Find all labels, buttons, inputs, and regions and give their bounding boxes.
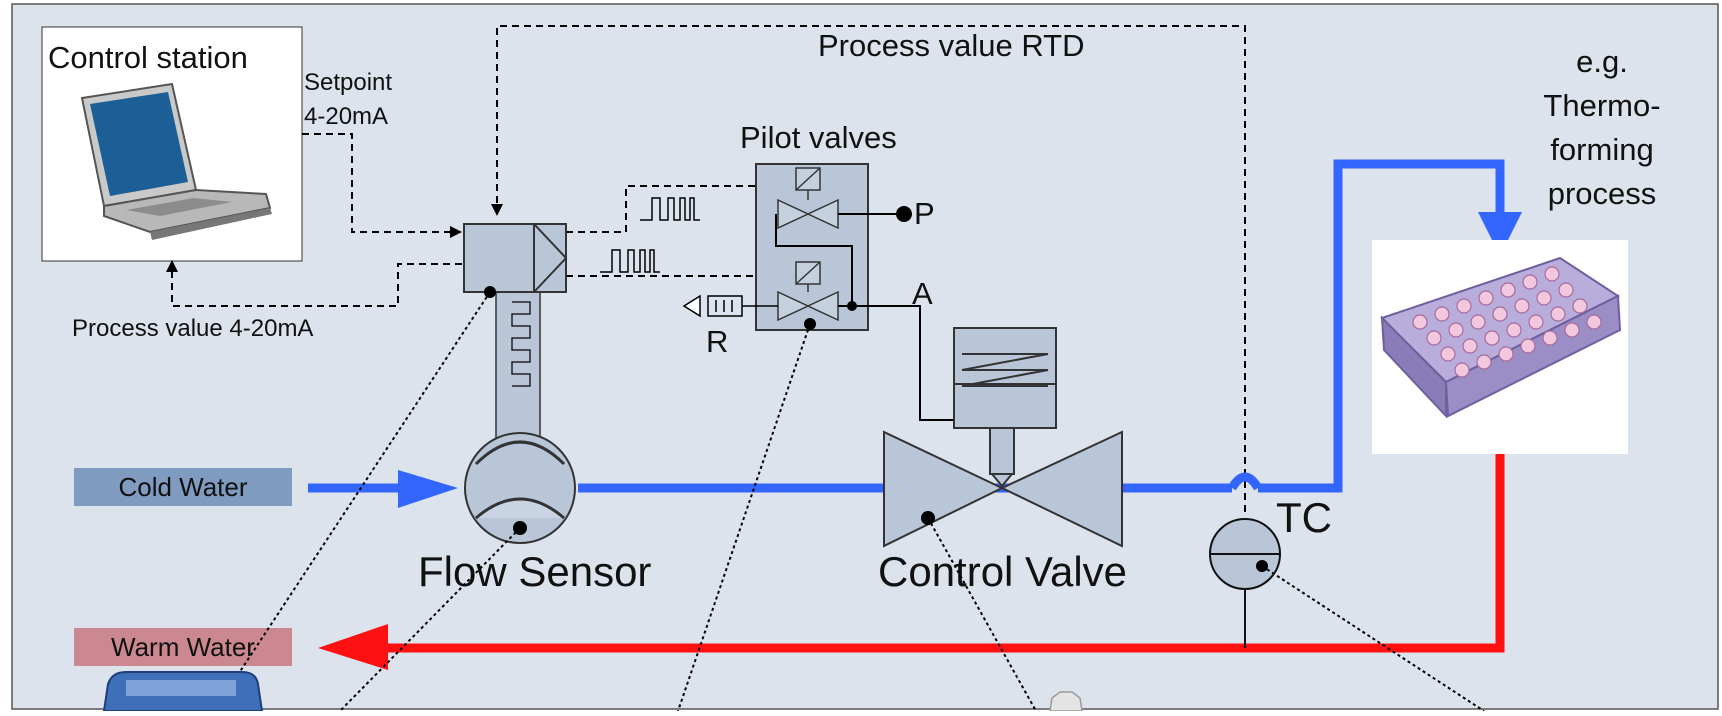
controller-unit bbox=[463, 223, 568, 439]
port-p-dot bbox=[896, 206, 912, 222]
pilot-signal-line-1 bbox=[566, 180, 778, 233]
warm-water-label: Warm Water bbox=[74, 628, 292, 666]
sensor-signal-glyph bbox=[511, 301, 531, 387]
control-station: Control station bbox=[41, 26, 303, 262]
port-a-dot bbox=[847, 301, 857, 311]
process-value-rtd-label: Process value RTD bbox=[818, 28, 1084, 63]
setpoint-signal-line bbox=[302, 133, 462, 238]
flow-sensor-label: Flow Sensor bbox=[418, 548, 651, 595]
warm-water-pipe bbox=[384, 408, 1505, 653]
pilot-valve-1 bbox=[777, 167, 839, 230]
process-value-ma-label: Process value 4-20mA bbox=[72, 315, 313, 342]
warm-water-arrow bbox=[318, 624, 388, 670]
pilot-valve-2 bbox=[777, 261, 839, 322]
process-label-line2: Thermo- bbox=[1543, 88, 1660, 123]
port-p-label: P bbox=[914, 196, 935, 231]
warm-water-label-text: Warm Water bbox=[111, 632, 255, 662]
signal-lines bbox=[166, 25, 1246, 512]
temperature-sensor bbox=[1209, 518, 1281, 648]
valve-stem bbox=[989, 427, 1015, 475]
process-label-line4: process bbox=[1548, 176, 1657, 211]
rtd-signal-line bbox=[491, 25, 1246, 512]
port-a-label: A bbox=[912, 276, 933, 311]
port-r-label: R bbox=[706, 324, 728, 359]
process-inlet-arrow bbox=[1478, 212, 1522, 256]
process-value-signal-line bbox=[166, 260, 462, 307]
process-label-line3: forming bbox=[1550, 132, 1653, 167]
pulse-signal-icons bbox=[600, 197, 700, 273]
valve-body-left bbox=[883, 430, 1005, 548]
actuator-air-line bbox=[912, 305, 970, 426]
device-leader-lines bbox=[213, 291, 1485, 712]
laptop-icon bbox=[80, 82, 272, 240]
setpoint-label: Setpoint bbox=[304, 69, 392, 96]
pilot-valve-block bbox=[755, 163, 912, 331]
valve-body-right bbox=[999, 430, 1123, 548]
pilot-valves-title: Pilot valves bbox=[740, 120, 897, 155]
tc-label: TC bbox=[1276, 494, 1332, 541]
control-station-title: Control station bbox=[48, 40, 248, 75]
control-valve-label: Control Valve bbox=[878, 548, 1127, 595]
control-valve bbox=[883, 327, 1123, 548]
flow-sensor bbox=[464, 432, 576, 544]
cold-water-arrow bbox=[398, 470, 458, 508]
controller-device-image bbox=[102, 671, 264, 712]
cold-water-label: Cold Water bbox=[74, 468, 292, 506]
process-label-line1: e.g. bbox=[1576, 44, 1628, 79]
cold-water-label-text: Cold Water bbox=[118, 472, 247, 502]
thermoforming-mold-image bbox=[1372, 240, 1628, 454]
setpoint-range-label: 4-20mA bbox=[304, 103, 388, 130]
exhaust-silencer-icon bbox=[682, 294, 778, 318]
